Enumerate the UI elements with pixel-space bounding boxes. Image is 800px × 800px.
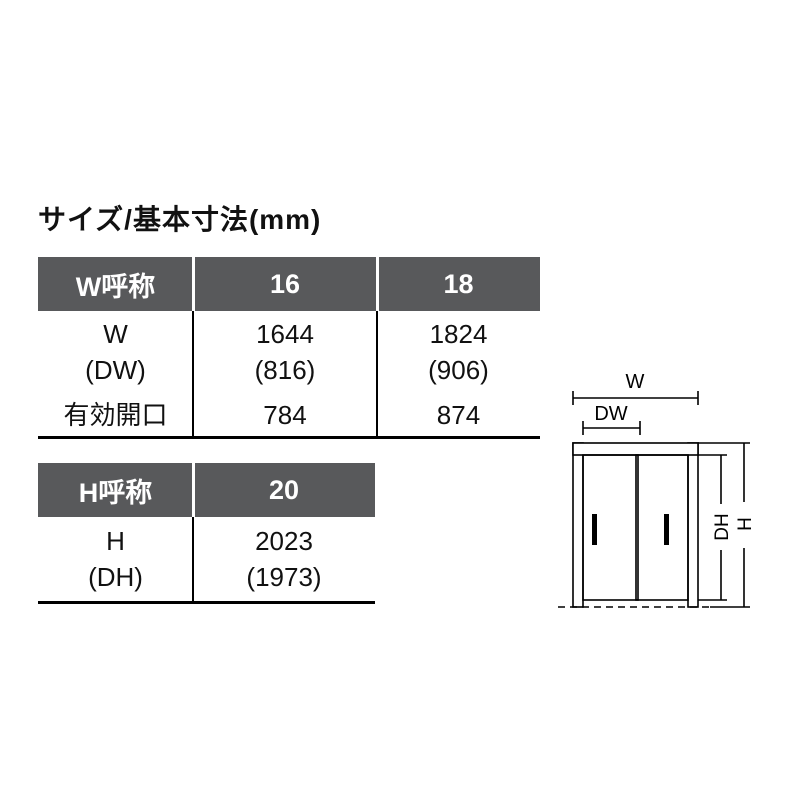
header-cell-h-name: H呼称 [78,477,153,508]
table-row-effective-opening: 有効開口 784 874 [38,393,540,436]
row-label-line: W [103,319,128,349]
table-row-h-dh: H (DH) 2023 (1973) [38,517,375,601]
header-cell-w-name: W呼称 [75,271,156,302]
header-cell-size-18: 18 [443,268,474,299]
dim-label-h: H [735,517,756,531]
height-table-body: H (DH) 2023 (1973) [38,517,375,604]
dh-label-mask [712,504,730,550]
value-opening-16: 784 [193,393,377,436]
header-cell-size-16: 16 [269,268,301,299]
dim-label-dh: DH [712,513,733,540]
value-line: 874 [436,399,481,430]
value-opening-18: 874 [377,393,540,436]
row-label-line: H [106,526,125,556]
right-jamb [687,442,699,608]
value-line: 1644 [256,319,314,349]
left-door-panel [582,454,639,601]
left-door-handle [592,514,597,545]
header-separator [192,257,195,311]
row-label-line: (DH) [88,562,143,592]
value-line: (906) [428,355,489,385]
height-table-header-row: H呼称 20 [38,463,375,517]
column-divider [376,311,378,436]
row-label-w-dw: W (DW) [38,311,193,393]
door-diagram-svg: W DW DH H [558,371,756,608]
size-table-height: H呼称 20 H (DH) 2023 (1973) [38,463,375,604]
column-divider [192,311,194,436]
value-h-20: 2023 (1973) [193,517,375,601]
h-label-mask [735,502,753,548]
door-panels [582,454,689,601]
table-row-w-dw: W (DW) 1644 (816) 1824 (906) [38,311,540,393]
header-cell-size-20: 20 [268,474,300,505]
door-dimension-diagram: W DW DH H [550,358,780,620]
value-line: 2023 [255,526,313,556]
header-separator [376,257,379,311]
header-separator [192,463,195,517]
head-jamb [572,442,699,456]
value-w-18: 1824 (906) [377,311,540,393]
row-label-h-dh: H (DH) [38,517,193,601]
row-label-effective-opening: 有効開口 [38,393,193,436]
row-label-line: 有効開口 [63,399,168,430]
page-title: サイズ/基本寸法(mm) [38,204,322,235]
column-divider [192,517,194,601]
dim-label-w: W [626,371,645,393]
left-jamb [572,442,584,608]
width-table-body: W (DW) 1644 (816) 1824 (906) 有効開口 784 87… [38,311,540,439]
width-table-header-row: W呼称 16 18 [38,257,540,311]
dim-label-dw: DW [594,403,627,425]
value-w-16: 1644 (816) [193,311,377,393]
value-line: 784 [263,399,307,430]
value-line: (816) [254,355,316,385]
row-label-line: (DW) [85,355,146,385]
value-line: 1824 [429,319,488,349]
size-table-width: W呼称 16 18 W (DW) 1644 (816) 1824 (906) 有… [38,257,540,439]
value-line: (1973) [246,562,322,592]
right-door-handle [664,514,669,545]
right-door-panel [635,454,689,601]
